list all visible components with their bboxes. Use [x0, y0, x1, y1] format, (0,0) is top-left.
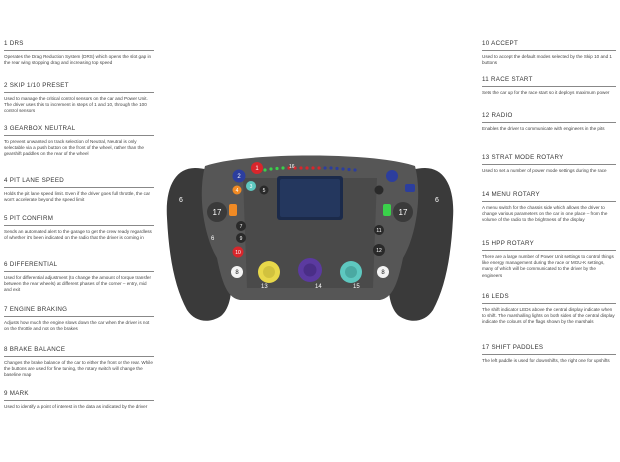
race-start-button[interactable] — [374, 185, 384, 195]
label-2: 2 — [237, 174, 241, 180]
pit-confirm-button[interactable] — [259, 185, 269, 195]
label-6-mid: 6 — [211, 236, 215, 242]
legend-description: There are a large number of Power Unit s… — [482, 254, 614, 278]
shift-led-strip — [263, 166, 357, 172]
legend-title: 1 DRS — [4, 40, 154, 51]
legend-entry-menu-rotary: 14 MENU ROTARY A menu switch for the cha… — [482, 191, 616, 224]
label-15: 15 — [353, 284, 360, 290]
label-6-right: 6 — [435, 197, 439, 204]
label-6-left: 6 — [179, 197, 183, 204]
label-17-right: 17 — [399, 208, 408, 217]
central-display-glass — [280, 179, 340, 217]
legend-entry-mark: 9 MARK Used to identify a point of inter… — [4, 390, 154, 410]
legend-title: 14 MENU ROTARY — [482, 191, 616, 202]
legend-entry-race-start: 11 RACE START Sets the car up for the ra… — [482, 76, 616, 96]
legend-entry-engine-braking: 7 ENGINE BRAKING Adjusts how much the en… — [4, 306, 154, 332]
radio-button[interactable] — [386, 170, 398, 182]
label-3: 3 — [250, 184, 253, 190]
hpp-rotary-core — [345, 266, 357, 278]
legend-title: 4 PIT LANE SPEED — [4, 177, 154, 188]
legend-title: 5 PIT CONFIRM — [4, 215, 154, 226]
legend-entry-accept: 10 ACCEPT Used to accept the default mod… — [482, 40, 616, 66]
engine-braking-button[interactable] — [236, 221, 246, 231]
brake-balance-button-left[interactable] — [231, 266, 243, 278]
legend-description: Used to accept the default modes selecte… — [482, 54, 612, 66]
legend-entry-differential: 6 DIFFERENTIAL Used for differential adj… — [4, 261, 154, 294]
radio-marker[interactable] — [373, 244, 385, 256]
label-4: 4 — [236, 188, 239, 194]
legend-entry-radio: 12 RADIO Enables the driver to communica… — [482, 112, 616, 132]
strat-mode-rotary-core — [263, 266, 275, 278]
legend-title: 11 RACE START — [482, 76, 616, 87]
legend-description: Enables the driver to communicate with e… — [482, 126, 605, 131]
legend-description: Used to manage the critical control sens… — [4, 96, 148, 114]
carbon-panel — [243, 178, 377, 288]
legend-title: 6 DIFFERENTIAL — [4, 261, 154, 272]
legend-title: 2 SKIP 1/10 PRESET — [4, 82, 154, 93]
upshift-paddle-marker[interactable] — [393, 202, 413, 222]
drs-button[interactable] — [251, 162, 263, 174]
legend-description: A menu switch for the chassis side which… — [482, 205, 608, 223]
label-8-right: 8 — [381, 270, 385, 276]
skip-preset-button[interactable] — [232, 169, 246, 183]
legend-entry-pit-confirm: 5 PIT CONFIRM Sends an automated alert t… — [4, 215, 154, 241]
gearbox-neutral-button[interactable] — [246, 181, 256, 191]
race-start-marker[interactable] — [374, 225, 384, 235]
legend-entry-leds: 16 LEDs The shift indicator LEDs above t… — [482, 293, 616, 326]
legend-entry-gearbox-neutral: 3 GEARBOX NEUTRAL To prevent unwanted on… — [4, 125, 154, 158]
accept-button[interactable] — [232, 246, 244, 258]
legend-title: 13 STRAT MODE ROTARY — [482, 154, 616, 165]
legend-description: The shift indicator LEDs above the centr… — [482, 307, 615, 325]
label-10: 10 — [235, 250, 241, 256]
label-11: 11 — [376, 228, 381, 234]
mark-button[interactable] — [236, 233, 246, 243]
label-8-left: 8 — [235, 270, 239, 276]
menu-rotary-core — [303, 263, 317, 277]
label-17-left: 17 — [213, 208, 222, 217]
label-5: 5 — [263, 188, 266, 194]
legend-description: To prevent unwanted on track selection o… — [4, 139, 144, 157]
legend-title: 16 LEDs — [482, 293, 616, 304]
legend-description: Used to set a number of power mode setti… — [482, 168, 607, 173]
legend-description: Operates the Drag Reduction System (DRS)… — [4, 54, 152, 66]
legend-title: 17 SHIFT PADDLES — [482, 344, 616, 355]
label-1: 1 — [255, 166, 259, 172]
legend-description: Used to identify a point of interest in … — [4, 404, 148, 409]
legend-title: 12 RADIO — [482, 112, 616, 123]
right-rotary[interactable] — [383, 204, 391, 216]
marshal-lights-right — [405, 184, 415, 192]
legend-description: Holds the pit lane speed limit. Even if … — [4, 191, 151, 203]
legend-entry-brake-balance: 8 BRAKE BALANCE Changes the brake balanc… — [4, 346, 154, 379]
legend-entry-strat-mode-rotary: 13 STRAT MODE ROTARY Used to set a numbe… — [482, 154, 616, 174]
legend-description: Sets the car up for the race start so it… — [482, 90, 610, 95]
legend-entry-pit-lane-speed: 4 PIT LANE SPEED Holds the pit lane spee… — [4, 177, 154, 203]
legend-title: 3 GEARBOX NEUTRAL — [4, 125, 154, 136]
legend-entry-hpp-rotary: 15 HPP ROTARY There are a large number o… — [482, 240, 616, 279]
brake-balance-button-right[interactable] — [377, 266, 389, 278]
label-13: 13 — [261, 284, 268, 290]
label-7: 7 — [240, 224, 243, 230]
pit-lane-speed-button[interactable] — [232, 185, 242, 195]
legend-title: 9 MARK — [4, 390, 154, 401]
label-14: 14 — [315, 284, 322, 290]
legend-title: 15 HPP ROTARY — [482, 240, 616, 251]
legend-title: 10 ACCEPT — [482, 40, 616, 51]
legend-description: Used for differential adjustment (to cha… — [4, 275, 151, 293]
label-12: 12 — [376, 248, 382, 254]
legend-description: The left paddle is used for downshifts, … — [482, 358, 610, 363]
differential-rotary[interactable] — [229, 204, 237, 216]
legend-entry-shift-paddles: 17 SHIFT PADDLES The left paddle is used… — [482, 344, 616, 364]
label-16: 16 — [289, 164, 295, 170]
legend-description: Changes the brake balance of the car to … — [4, 360, 153, 378]
legend-description: Adjusts how much the engine slows down t… — [4, 320, 150, 332]
legend-entry-drs: 1 DRS Operates the Drag Reduction System… — [4, 40, 154, 66]
legend-title: 8 BRAKE BALANCE — [4, 346, 154, 357]
steering-wheel-diagram: 1 2 3 4 5 6 17 6 7 9 10 8 6 17 11 12 8 1… — [166, 155, 454, 321]
legend-entry-skip-preset: 2 SKIP 1/10 PRESET Used to manage the cr… — [4, 82, 154, 115]
label-9: 9 — [240, 236, 243, 242]
engine-braking-paddle-marker[interactable] — [207, 202, 227, 222]
legend-title: 7 ENGINE BRAKING — [4, 306, 154, 317]
legend-description: Sends an automated alert to the garage t… — [4, 229, 152, 241]
